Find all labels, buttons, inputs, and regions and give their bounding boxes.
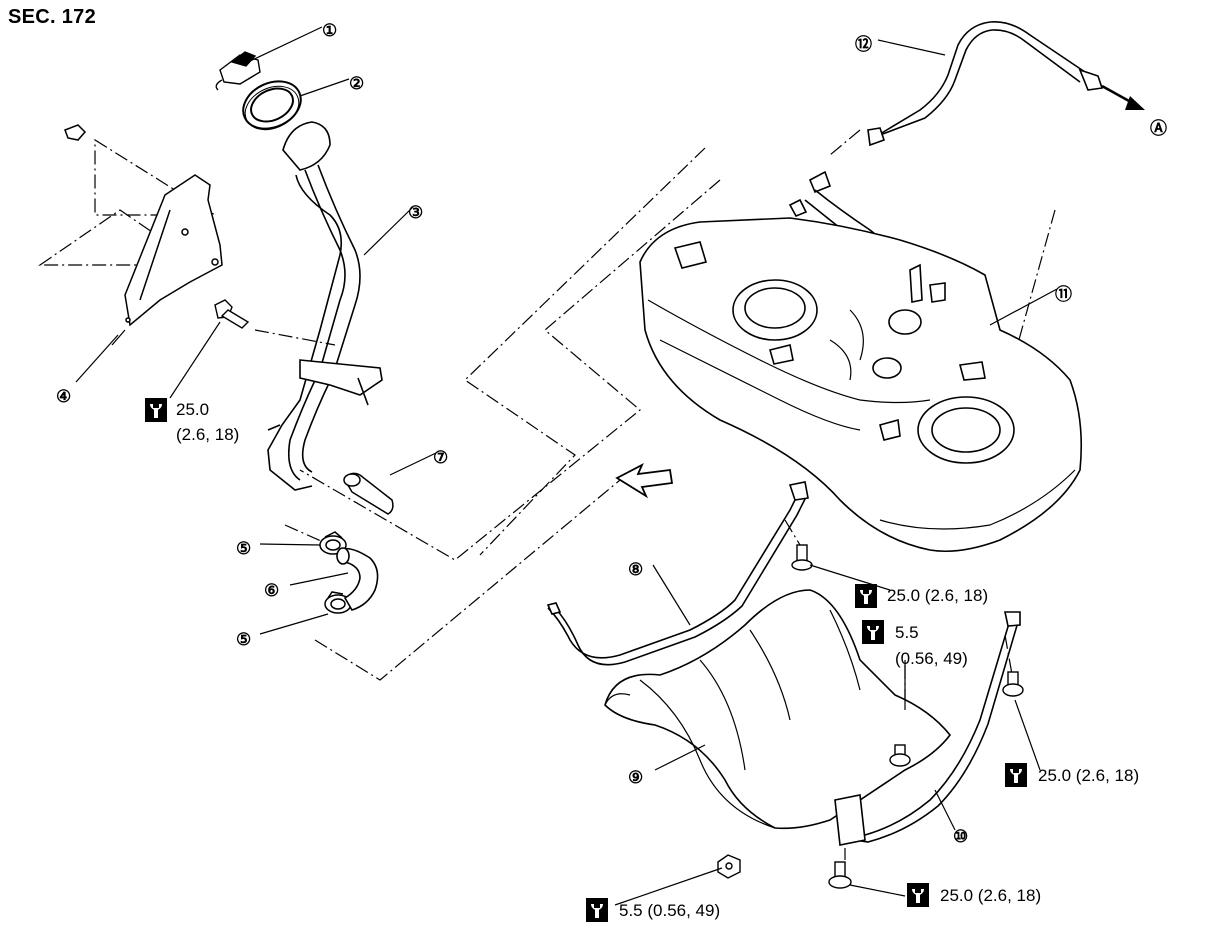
callout-7: ⑦: [433, 448, 448, 467]
bolt: [1002, 671, 1024, 697]
callout-12: ⑫: [855, 34, 872, 54]
callout-labels: ① ② ③ ④ ⑤ ⑤ ⑥ ⑦ ⑧ ⑨ ⑩ ⑪ ⑫ Ⓐ: [56, 21, 1167, 846]
callout-3: ③: [408, 203, 423, 222]
callout-10: ⑩: [953, 827, 968, 846]
filler-tube: [267, 121, 383, 491]
torque-wrench-icon: [145, 398, 167, 422]
callout-2: ②: [349, 74, 364, 93]
callout-8: ⑧: [628, 560, 643, 579]
front-direction-arrow-icon: [615, 463, 674, 499]
callout-4: ④: [56, 387, 71, 406]
callout-11: ⑪: [1055, 284, 1072, 304]
filler-cap: [215, 51, 261, 91]
torque-spec-1: 25.0 (2.6, 18): [145, 398, 239, 444]
torque-value: 25.0 (2.6, 18): [940, 886, 1041, 905]
callout-a: Ⓐ: [1150, 118, 1167, 138]
filler-hose: [336, 547, 379, 611]
callout-1: ①: [322, 21, 337, 40]
callout-leaders: [75, 26, 1058, 906]
torque-spec-2: 25.0 (2.6, 18): [855, 584, 988, 608]
bolt: [889, 744, 911, 767]
section-number: SEC. 172: [8, 6, 97, 28]
torque-wrench-icon: [1005, 763, 1027, 787]
nut: [717, 854, 741, 879]
filler-gasket: [242, 80, 302, 131]
torque-value-alt: (2.6, 18): [176, 425, 239, 444]
torque-wrench-icon: [862, 620, 884, 644]
torque-spec-6: 5.5 (0.56, 49): [586, 898, 720, 922]
torque-spec-4: 25.0 (2.6, 18): [1005, 763, 1139, 787]
torque-wrench-icon: [907, 883, 929, 907]
callout-9: ⑨: [628, 768, 643, 787]
tank-mounting-band: [546, 481, 809, 666]
callout-5a: ⑤: [236, 539, 251, 558]
torque-spec-3: 5.5 (0.56, 49): [862, 620, 968, 668]
torque-value-alt: (0.56, 49): [895, 649, 968, 668]
torque-wrench-icon: [855, 584, 877, 608]
torque-value: 5.5 (0.56, 49): [619, 901, 720, 920]
fuel-tank: [639, 217, 1082, 553]
callout-6: ⑥: [264, 581, 279, 600]
evap-tube: [788, 20, 1104, 271]
torque-value: 25.0: [176, 400, 209, 419]
arrow-to-a: [1101, 84, 1145, 110]
filler-tube-lower: [343, 472, 394, 515]
torque-value: 5.5: [895, 623, 919, 642]
bolt: [791, 544, 813, 571]
tank-mounting-band: [834, 611, 1021, 846]
filler-bracket: [64, 124, 223, 346]
torque-wrench-icon: [586, 898, 608, 922]
bolt: [828, 861, 852, 889]
torque-value: 25.0 (2.6, 18): [1038, 766, 1139, 785]
callout-5b: ⑤: [236, 630, 251, 649]
torque-value: 25.0 (2.6, 18): [887, 586, 988, 605]
bolt: [214, 299, 250, 329]
heat-shield: [604, 589, 952, 830]
torque-spec-5: 25.0 (2.6, 18): [907, 883, 1041, 907]
